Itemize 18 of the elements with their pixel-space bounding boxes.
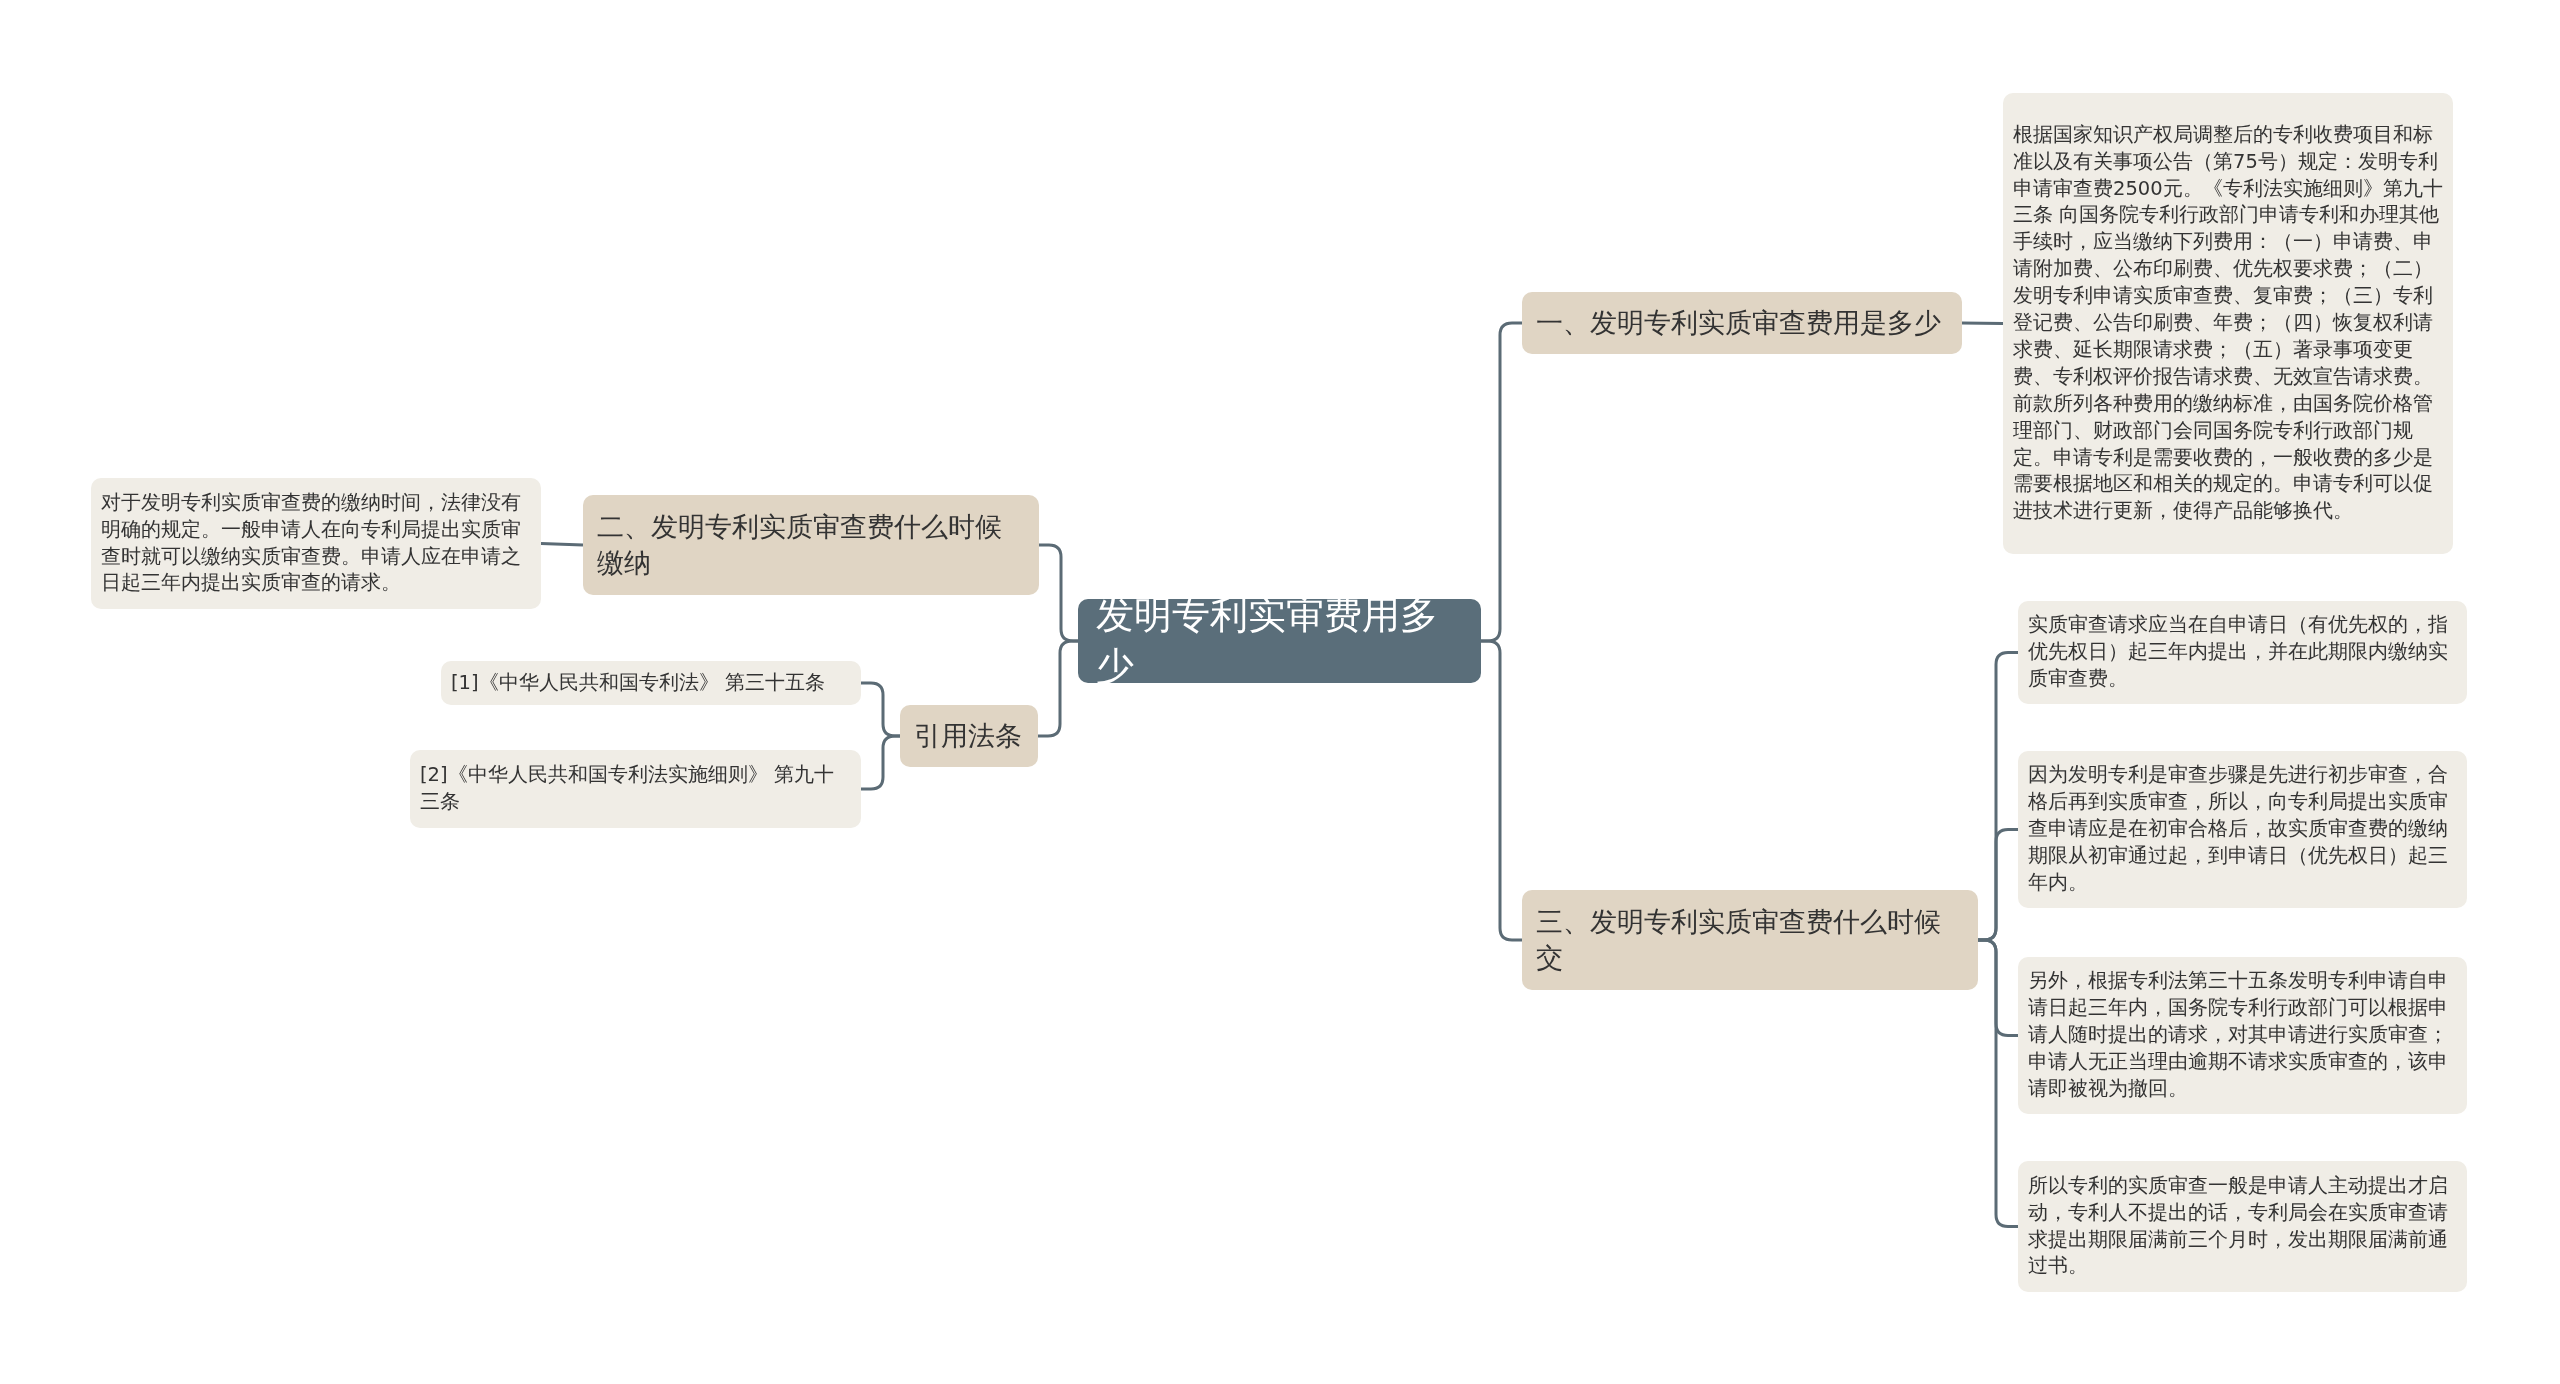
- note-box: 因为发明专利是审查步骤是先进行初步审查，合格后再到实质审查，所以，向专利局提出实质审查申请应是在初审合格后，故实质审查费的缴纳期限从初审通过起，到申请日（优先权日）起三年内。: [2018, 751, 2467, 908]
- connector-line: [1978, 938, 2018, 1228]
- branch-box: 引用法条: [900, 705, 1038, 767]
- note-box: 对于发明专利实质审查费的缴纳时间，法律没有明确的规定。一般申请人在向专利局提出实质审查时就可以缴纳实质审查费。申请人应在申请之日起三年内提出实质审查的请求。: [91, 478, 541, 609]
- note-box: 所以专利的实质审查一般是申请人主动提出才启动，专利人不提出的话，专利局会在实质审查请求提出期限届满前三个月时，发出期限届满前通过书。: [2018, 1161, 2467, 1292]
- connector-line: [1038, 639, 1078, 738]
- note-box: [2]《中华人民共和国专利法实施细则》 第九十三条: [410, 750, 861, 828]
- branch-box: 二、发明专利实质审查费什么时候缴纳: [583, 495, 1039, 595]
- connector-line: [1481, 639, 1522, 942]
- connector-line: [1961, 321, 2004, 325]
- note-box: [1]《中华人民共和国专利法》 第三十五条: [441, 661, 861, 705]
- note-box: 根据国家知识产权局调整后的专利收费项目和标准以及有关事项公告（第75号）规定：发明专利申请审查费2500元。《专利法实施细则》第九十三条 向国务院专利行政部门申请专利和办理其他手续时，应当缴纳下列费用：（一）申请费、申请附加费、公布印刷费、优先权要求费；（二）发明专利申请实质审查费、复审费；（三）专利登记费、公告印刷费、年费；（四）恢复权利请求费、延长期限请求费；（五）著录事项变更费、专利权评价报告请求费、无效宣告请求费。前款所列各种费用的缴纳标准，由国务院价格管理部门、财政部门会同国务院专利行政部门规定。申请专利是需要收费的，一般收费的多少是需要根据地区和相关的规定的。申请专利可以促进技术进行更新，使得产品能够换代。: [2003, 93, 2453, 554]
- note-box: 实质审查请求应当在自申请日（有优先权的，指优先权日）起三年内提出，并在此期限内缴纳实质审查费。: [2018, 601, 2467, 704]
- connector-line: [861, 734, 900, 791]
- connector-line: [540, 542, 584, 547]
- branch-box: 一、发明专利实质审查费用是多少: [1522, 292, 1962, 354]
- note-box: 另外，根据专利法第三十五条发明专利申请自申请日起三年内，国务院专利行政部门可以根据申请人随时提出的请求，对其申请进行实质审查；申请人无正当理由逾期不请求实质审查的，该申请即被视为撤回。: [2018, 957, 2467, 1114]
- branch-box: 三、发明专利实质审查费什么时候交: [1522, 890, 1978, 990]
